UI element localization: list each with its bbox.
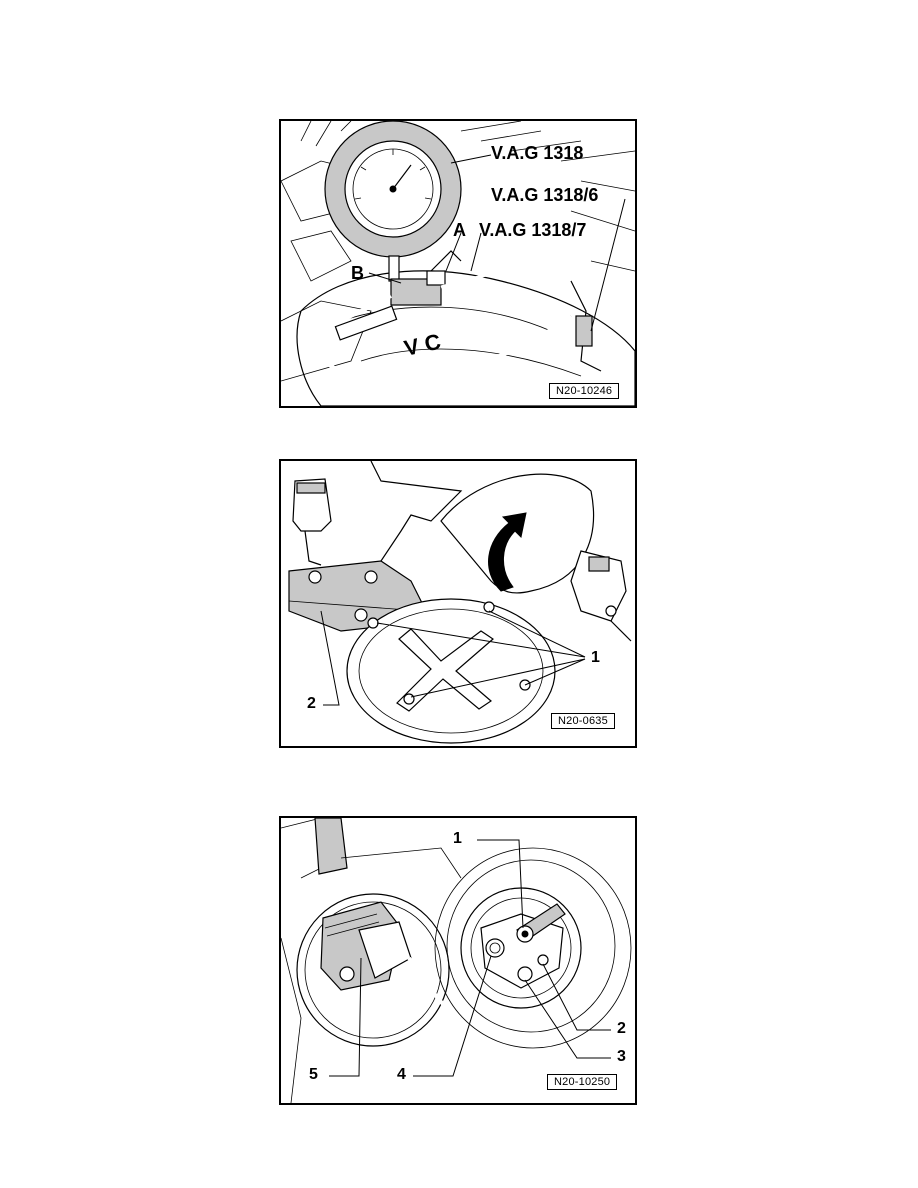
figure-reference-tag: N20-10250 xyxy=(547,1074,618,1090)
figure-fuel-pressure-gauge: V C V.A.G 1318 V.A.G 1 xyxy=(279,119,637,408)
label-vag-1318-7: V.A.G 1318/7 xyxy=(479,220,587,240)
label-4: 4 xyxy=(397,1066,406,1083)
label-1: 1 xyxy=(591,649,600,666)
figure-access-cover: 1 2 N20-0635 xyxy=(279,459,637,748)
illustration-seat-access-cover xyxy=(288,461,632,744)
label-b: B xyxy=(351,263,364,283)
label-1: 1 xyxy=(453,830,462,847)
engine-cover-emblem: V C xyxy=(402,329,443,361)
label-vag-1318: V.A.G 1318 xyxy=(491,143,584,163)
illustration-fuel-pump-flange xyxy=(281,818,632,1103)
label-5: 5 xyxy=(309,1066,318,1083)
figure-fuel-pump-flange: 1 2 3 4 5 N20-10250 xyxy=(279,816,637,1105)
figure-reference-tag: N20-10246 xyxy=(549,383,620,399)
label-a: A xyxy=(453,220,466,240)
label-vag-1318-6: V.A.G 1318/6 xyxy=(491,185,599,205)
label-2: 2 xyxy=(307,695,316,712)
label-3: 3 xyxy=(617,1048,626,1065)
illustration-engine-bay-gauge: V C xyxy=(281,121,635,406)
label-2: 2 xyxy=(617,1020,626,1037)
figure-reference-tag: N20-0635 xyxy=(551,713,615,729)
